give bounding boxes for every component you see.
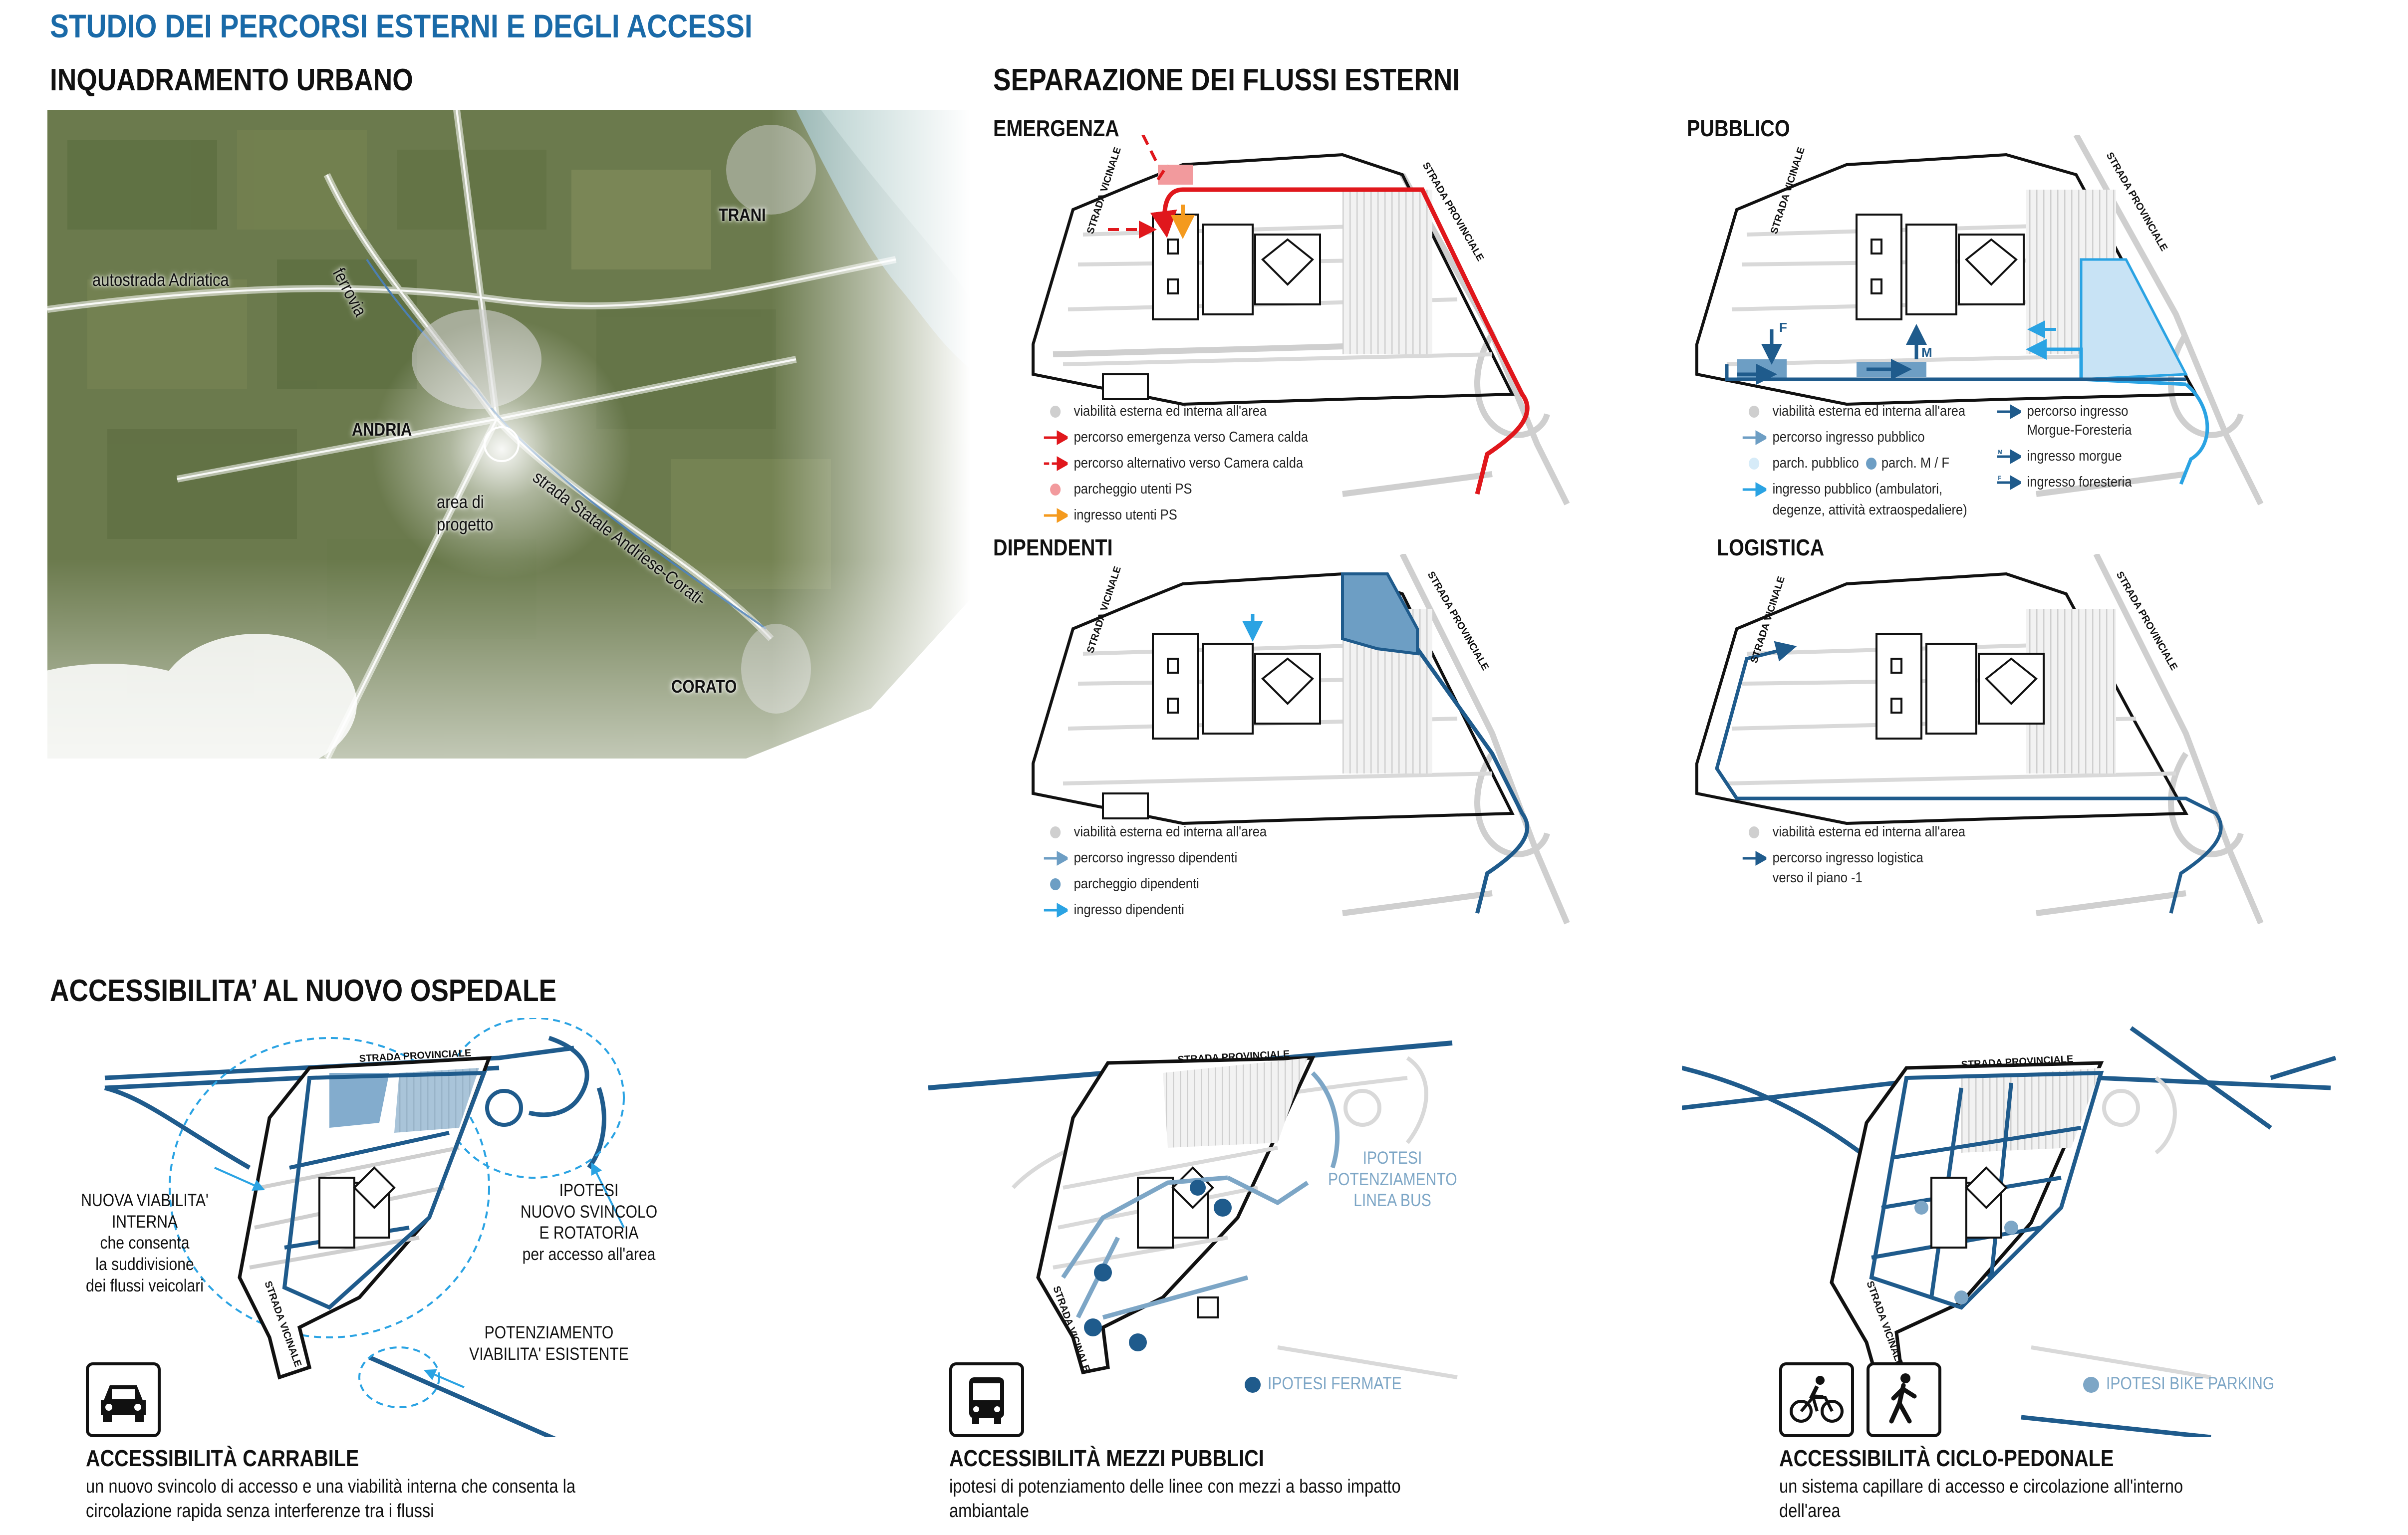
site-plan-logistica: STRADA VICINALE STRADA PROVINCIALE [1695, 554, 2264, 925]
urban-map: TRANI autostrada Adriatica ferrovia ANDR… [0, 109, 971, 908]
legend-item: viabilità esterna ed interna all'area [1772, 403, 1966, 419]
legend-item: ingresso dipendenti [1073, 902, 1184, 918]
legend-item: viabilità esterna ed interna all'area [1073, 403, 1267, 419]
legend-bike-parking: IPOTESI BIKE PARKING [2106, 1374, 2275, 1393]
ciclo-plan: STRADA PROVINCIALE STRADA VICINALE [1682, 1026, 2337, 1437]
note-nuova-viabilita: NUOVA VIABILITA' INTERNA che consenta la… [81, 1191, 209, 1295]
map-label-trani: TRANI [719, 205, 766, 225]
legend-fermate-dot [1245, 1377, 1261, 1393]
page-title: STUDIO DEI PERCORSI ESTERNI E DEGLI ACCE… [50, 7, 753, 44]
legend-item: ingresso utenti PS [1073, 507, 1177, 523]
note-svincolo: IPOTESI NUOVO SVINCOLO E ROTATORIA per a… [520, 1181, 658, 1265]
legend-item: parcheggio dipendenti [1073, 876, 1199, 892]
legend-item: percorso ingresso logistica [1772, 850, 1923, 866]
legend-item: ingresso pubblico (ambulatori, [1772, 481, 1943, 497]
site-plan-pubblico: F M STRADA VICINALE STRADA PROVINCIALE [1695, 135, 2264, 506]
bus-icon [949, 1362, 1024, 1437]
map-label-area-2: progetto [437, 514, 494, 534]
legend-item: percorso alternativo verso Camera calda [1073, 455, 1304, 471]
note-linea-bus: IPOTESI POTENZIAMENTO LINEA BUS [1328, 1148, 1457, 1211]
access-mezzi: STRADA PROVINCIALE STRADA VICINALE IPOTE… [928, 1018, 1677, 1527]
mezzi-plan: STRADA PROVINCIALE STRADA VICINALE [928, 1040, 1458, 1393]
legend-item: Morgue-Foresteria [2027, 422, 2132, 438]
legend-mark-f: F [1998, 475, 2002, 482]
acc-desc-mezzi: ipotesi di potenziamento delle linee con… [949, 1476, 1401, 1522]
carrabile-plan: STRADA PROVINCIALE STRADA VICINALE [104, 1018, 625, 1437]
panel-emergenza: EMERGENZA [993, 115, 1617, 523]
flows-section-title: SEPARAZIONE DEI FLUSSI ESTERNI [993, 63, 1460, 97]
marker-m: M [1921, 345, 1932, 360]
acc-title-mezzi: ACCESSIBILITÀ MEZZI PUBBLICI [949, 1445, 1264, 1471]
panel-pubblico: PUBBLICO [1687, 115, 2386, 518]
legend-item: parch. M / F [1881, 455, 1949, 471]
legend-item: ingresso foresteria [2027, 474, 2132, 490]
site-plan-emergenza: STRADA VICINALE STRADA PROVINCIALE [1032, 135, 1570, 506]
legend-item: verso il piano -1 [1772, 870, 1863, 886]
legend-item: percorso emergenza verso Camera calda [1073, 429, 1309, 445]
panel-dipendenti: DIPENDENTI STRADA VICINALE STRADA PR [993, 534, 1617, 933]
acc-desc-ciclo: un sistema capillare di accesso e circol… [1779, 1476, 2183, 1522]
legend-item: degenze, attività extraospedaliere) [1772, 502, 1967, 518]
acc-desc-carrabile: un nuovo svincolo di accesso e una viabi… [86, 1476, 576, 1522]
legend-fermate: IPOTESI FERMATE [1268, 1374, 1402, 1393]
legend-item: percorso ingresso [2027, 403, 2129, 419]
road-label-vicinale-2: STRADA VICINALE [1769, 146, 1807, 235]
panel-title-pubblico: PUBBLICO [1687, 115, 1790, 141]
map-label-corato: CORATO [671, 676, 737, 697]
panel-title-emergenza: EMERGENZA [993, 115, 1119, 141]
legend-item: viabilità esterna ed interna all'area [1772, 824, 1966, 840]
legend-mark-m: M [1998, 449, 2003, 456]
urban-map-image [0, 109, 971, 908]
legend-item: parcheggio utenti PS [1073, 481, 1192, 497]
panel-title-dipendenti: DIPENDENTI [993, 534, 1113, 560]
marker-f: F [1779, 320, 1787, 335]
urban-section-title: INQUADRAMENTO URBANO [50, 63, 413, 97]
legend-item: percorso ingresso pubblico [1772, 429, 1925, 445]
panel-title-logistica: LOGISTICA [1717, 534, 1825, 560]
legend-item: viabilità esterna ed interna all'area [1073, 824, 1267, 840]
access-section-title: ACCESSIBILITA’ AL NUOVO OSPEDALE [50, 974, 557, 1008]
car-icon [86, 1362, 161, 1437]
map-label-area-1: area di [437, 492, 484, 512]
acc-title-carrabile: ACCESSIBILITÀ CARRABILE [86, 1445, 359, 1471]
legend-bike-parking-dot [2083, 1377, 2099, 1393]
map-label-andria: ANDRIA [352, 419, 412, 440]
site-plan-dipendenti: STRADA VICINALE STRADA PROVINCIALE [1032, 554, 1570, 925]
acc-title-ciclo: ACCESSIBILITÀ CICLO-PEDONALE [1779, 1445, 2114, 1471]
legend-item: ingresso morgue [2027, 448, 2122, 464]
note-potenziamento: POTENZIAMENTO VIABILITA' ESISTENTE [469, 1323, 629, 1364]
legend-item: parch. pubblico [1772, 455, 1859, 471]
map-label-autostrada: autostrada Adriatica [92, 269, 229, 290]
access-ciclo: STRADA PROVINCIALE STRADA VICINALE IPOTE… [1682, 998, 2401, 1527]
access-carrabile: STRADA PROVINCIALE STRADA VICINALE NUOVA… [50, 1018, 898, 1527]
panel-logistica: LOGISTICA STRADA VICINALE STRADA PROVINC… [1687, 534, 2386, 933]
pedestrian-icon [1867, 1362, 1941, 1437]
legend-item: percorso ingresso dipendenti [1073, 850, 1238, 866]
bicycle-icon [1779, 1362, 1854, 1437]
